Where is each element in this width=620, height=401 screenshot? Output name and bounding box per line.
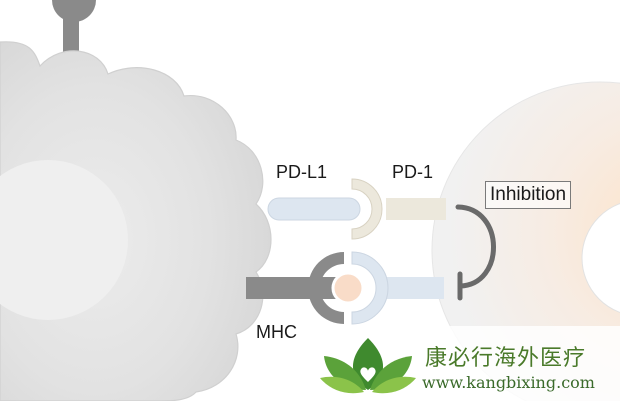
antigen-peptide [331, 271, 365, 305]
top-receptor [52, 0, 96, 52]
mhc-label: MHC [256, 322, 297, 342]
t-cell-nucleus [581, 203, 620, 313]
watermark-url: www.kangbixing.com [422, 373, 595, 392]
tumor-nucleus [0, 160, 128, 320]
t-cell [431, 81, 620, 401]
pd-l1-ligand [267, 197, 361, 221]
watermark: 康必行海外医疗 www.kangbixing.com [318, 326, 620, 401]
pd-1-receptor [351, 178, 446, 240]
mhc-molecule [246, 252, 344, 324]
pd-l1-label: PD-L1 [276, 162, 328, 182]
pd-1-label: PD-1 [392, 162, 434, 182]
inhibition-arrow [455, 204, 496, 301]
tumor-cell [0, 41, 272, 401]
inhibition-label: Inhibition [485, 181, 572, 209]
lotus-logo-icon [320, 338, 416, 394]
tcr-receptor [351, 251, 444, 325]
watermark-chinese-text: 康必行海外医疗 [425, 346, 587, 371]
